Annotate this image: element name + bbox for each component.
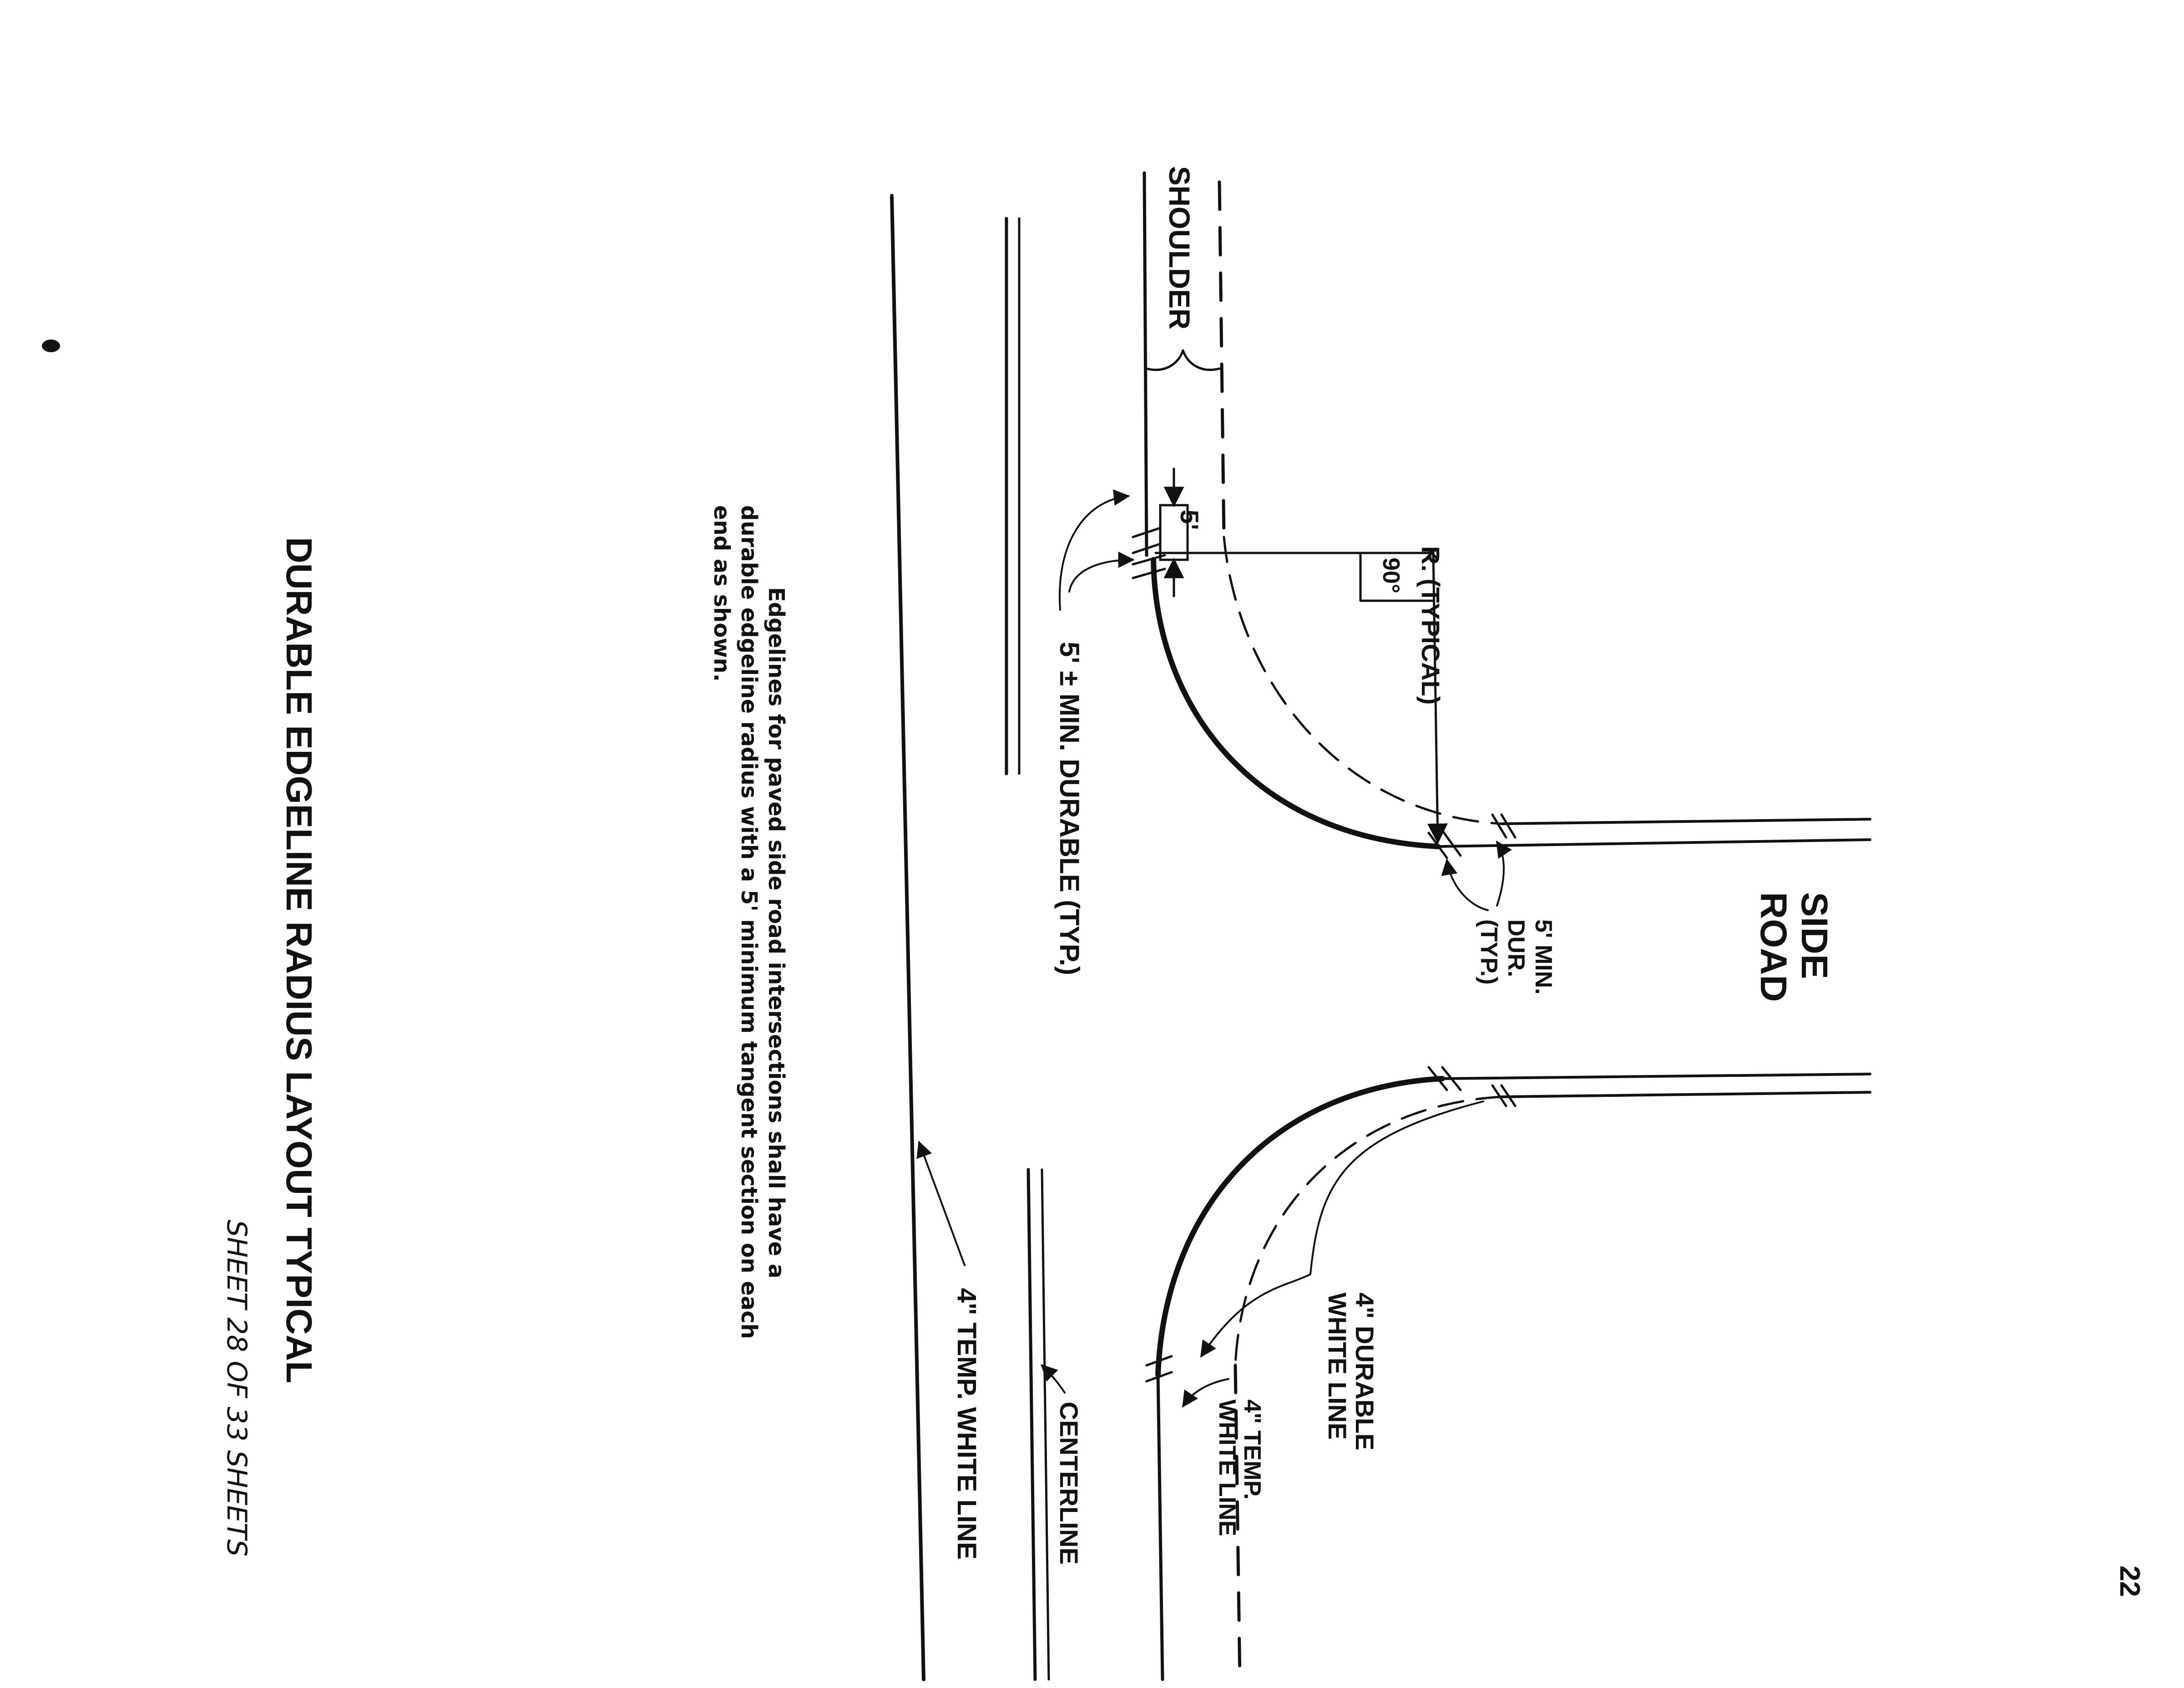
centerline-line-c xyxy=(1026,1168,1037,1681)
side-road-edge-upper xyxy=(1436,838,1871,848)
centerline-label: CENTERLINE xyxy=(1055,1402,1083,1565)
side-label: SIDE xyxy=(1794,892,1835,979)
sheet-number: SHEET 28 OF 33 SHEETS xyxy=(221,1220,253,1556)
min-durable-label: 5' ± MIN. DURABLE (TYP.) xyxy=(1054,642,1085,975)
centerline-line-d xyxy=(1041,1168,1050,1681)
shoulder-curve-bottom xyxy=(1234,1095,1503,1367)
dur-label-3: (TYP.) xyxy=(1476,919,1502,985)
break-marks xyxy=(1132,527,1517,1383)
leader-dur-typ xyxy=(1441,858,1489,911)
leader-centerline xyxy=(1041,1364,1066,1394)
drawing-title: DURABLE EDGELINE RADIUS LAYOUT TYPICAL xyxy=(279,537,319,1383)
temp-white-main-label: 4" TEMP. WHITE LINE xyxy=(952,1288,981,1560)
radius-label: R. (TYPICAL) xyxy=(1416,546,1445,705)
leader-5ft-min-durable-b xyxy=(1068,552,1135,593)
temp-white-label-2: WHITE LINE xyxy=(1214,1399,1240,1536)
right-angle-mark xyxy=(1359,552,1435,602)
radius-center-x: × xyxy=(1425,540,1438,566)
ninety-deg-label: 90° xyxy=(1378,558,1404,593)
durable-radius-top xyxy=(1151,557,1441,849)
ink-blot xyxy=(42,340,60,352)
leader-dur-typ-b xyxy=(1496,841,1512,907)
shoulder-curve-top xyxy=(1223,536,1503,825)
durable-radius-bottom xyxy=(1155,1076,1445,1377)
shoulder-line-top xyxy=(1218,180,1226,539)
shoulder-line-bottom xyxy=(1234,1364,1242,1681)
leader-durable-white xyxy=(1200,1273,1311,1358)
side-road-edge-lower xyxy=(1441,1073,1871,1080)
temp-white-label-1: 4" TEMP. xyxy=(1239,1399,1265,1500)
dur-label-2: DUR. xyxy=(1503,919,1529,977)
durable-white-label-1: 4" DURABLE xyxy=(1350,1293,1379,1450)
page-number: 22 xyxy=(2114,1566,2145,1597)
side-road-shoulder-lower xyxy=(1500,1091,1871,1098)
leader-temp-white xyxy=(1182,1378,1229,1408)
five-ft-box xyxy=(1159,504,1189,561)
five-ft-label: 5' xyxy=(1175,510,1204,530)
note-line-2: durable edgeline radius with a 5' minimu… xyxy=(736,505,762,1339)
road-label: ROAD xyxy=(1753,892,1794,1002)
shoulder-label: SHOULDER xyxy=(1163,166,1196,329)
leader-durable-white-b xyxy=(1309,1100,1484,1275)
durable-white-label-2: WHITE LINE xyxy=(1323,1293,1352,1440)
shoulder-brace xyxy=(1145,349,1221,371)
leader-5ft-min-durable xyxy=(1058,489,1130,611)
lane-edge-top xyxy=(1143,171,1148,557)
dur-label-1: 5' MIN. xyxy=(1530,919,1557,995)
lane-edge-bottom xyxy=(1156,1373,1164,1681)
side-road-shoulder-upper xyxy=(1500,818,1871,825)
leader-temp-white-main xyxy=(916,1141,966,1266)
edge-of-road-line xyxy=(890,194,925,1681)
note-line-1: Edgelines for paved side road intersecti… xyxy=(763,587,789,1278)
note-line-3: end as shown. xyxy=(709,505,734,682)
